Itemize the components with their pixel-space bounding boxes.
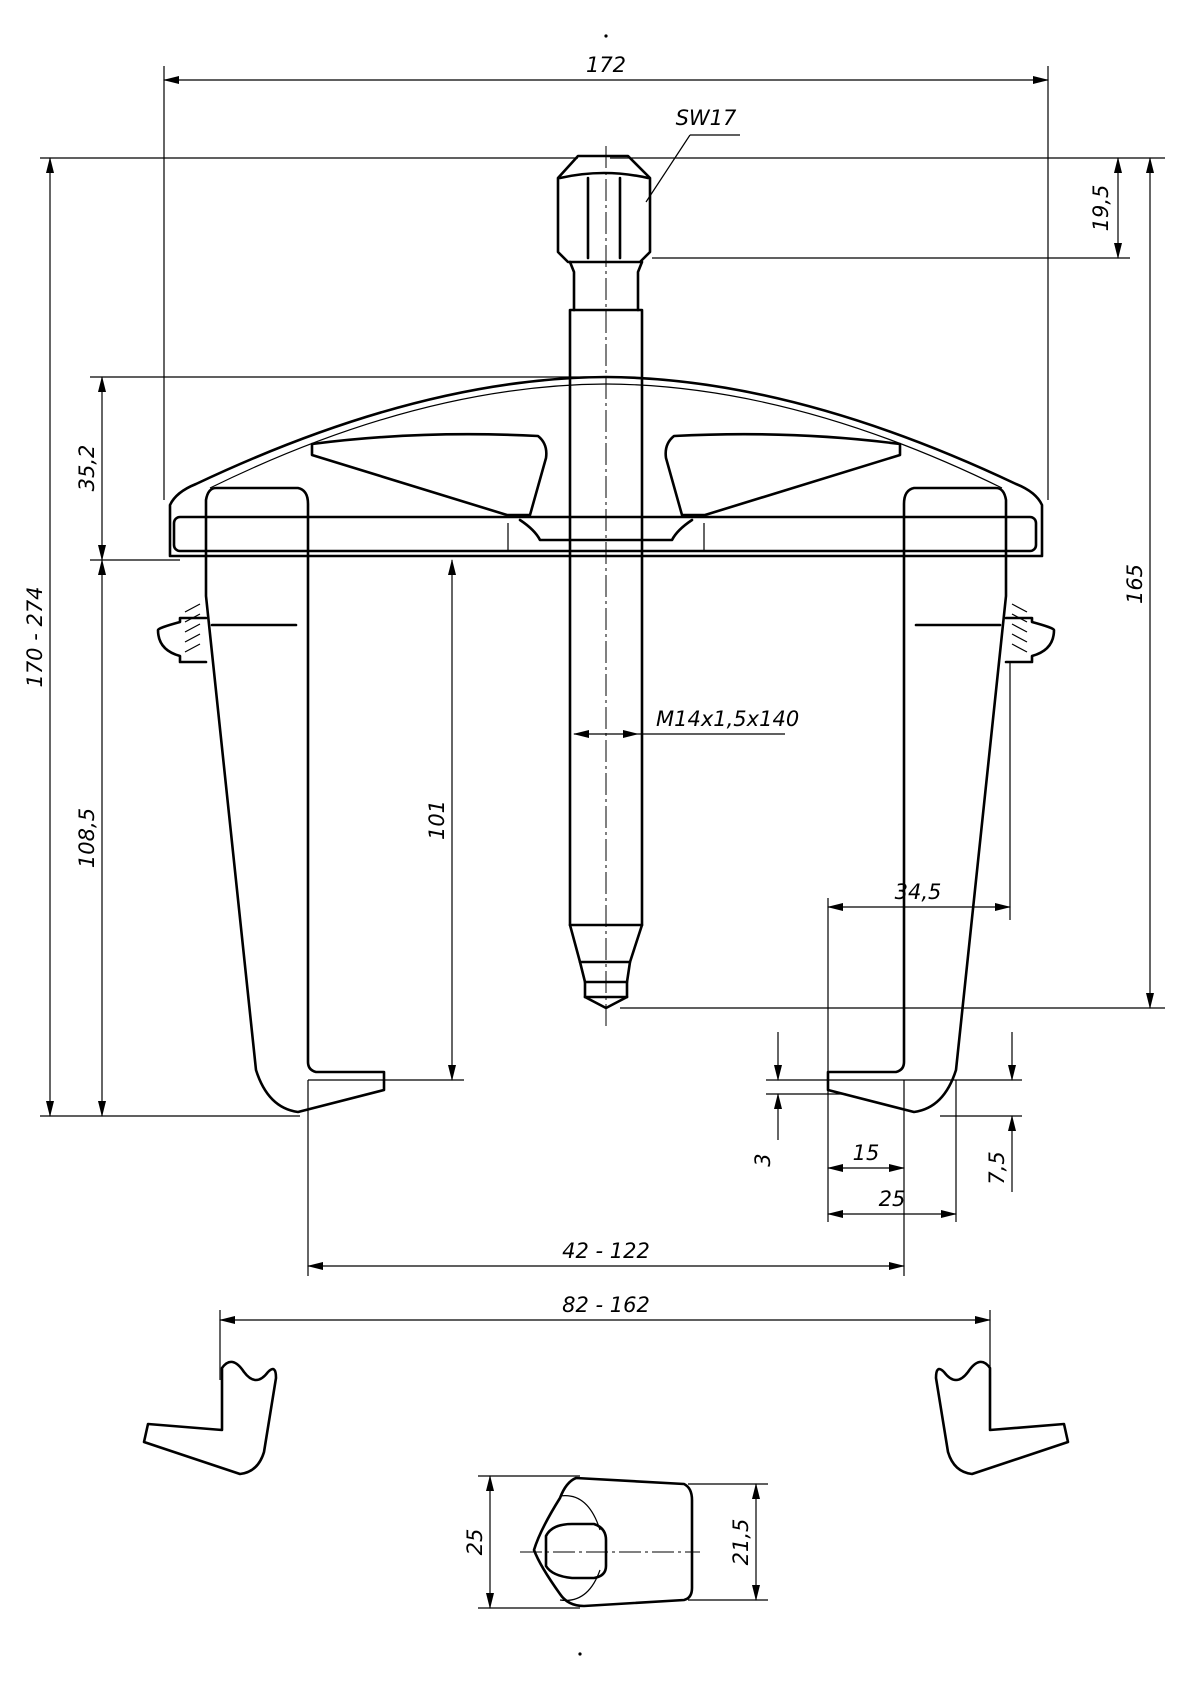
dim-reach: 108,5 (75, 808, 99, 868)
dim-foot-height: 7,5 (985, 1151, 1009, 1184)
dim-thread: M14x1,5x140 (656, 707, 799, 731)
dim-nut-size: SW17 (676, 106, 737, 130)
jaw-detail-left (142, 1360, 278, 1476)
dim-height-range: 170 - 274 (23, 586, 47, 687)
jaw-detail-right (934, 1360, 1070, 1476)
dim-hook-gap: 3 (751, 1153, 775, 1166)
left-leg (156, 486, 386, 1114)
dim-inner-span: 42 - 122 (562, 1239, 650, 1263)
dim-hook-depth: 15 (853, 1141, 880, 1165)
dim-overall-width: 172 (586, 53, 626, 77)
dim-nut-height: 19,5 (1089, 185, 1113, 232)
reference-dot-top (604, 34, 608, 38)
dim-jaw-tip-width: 21,5 (729, 1519, 753, 1566)
dim-leg-offset: 34,5 (895, 880, 942, 904)
reference-dot-bottom (578, 1652, 582, 1656)
dim-inner-reach: 101 (425, 800, 449, 840)
puller-assembly (156, 154, 1056, 1114)
dim-outer-span: 82 - 162 (562, 1293, 650, 1317)
hex-nut (556, 154, 652, 264)
dim-crossbar-height: 35,2 (75, 445, 99, 492)
dimension-labels: 172 SW17 19,5 165 170 - 274 35,2 108,5 1… (23, 53, 1147, 1565)
dim-total-height: 165 (1123, 564, 1147, 604)
dim-foot-width: 25 (879, 1187, 906, 1211)
right-leg (826, 486, 1056, 1114)
jaw-top-view (520, 1476, 700, 1608)
dim-jaw-width: 25 (463, 1529, 487, 1556)
dimension-lines (40, 66, 1165, 1609)
